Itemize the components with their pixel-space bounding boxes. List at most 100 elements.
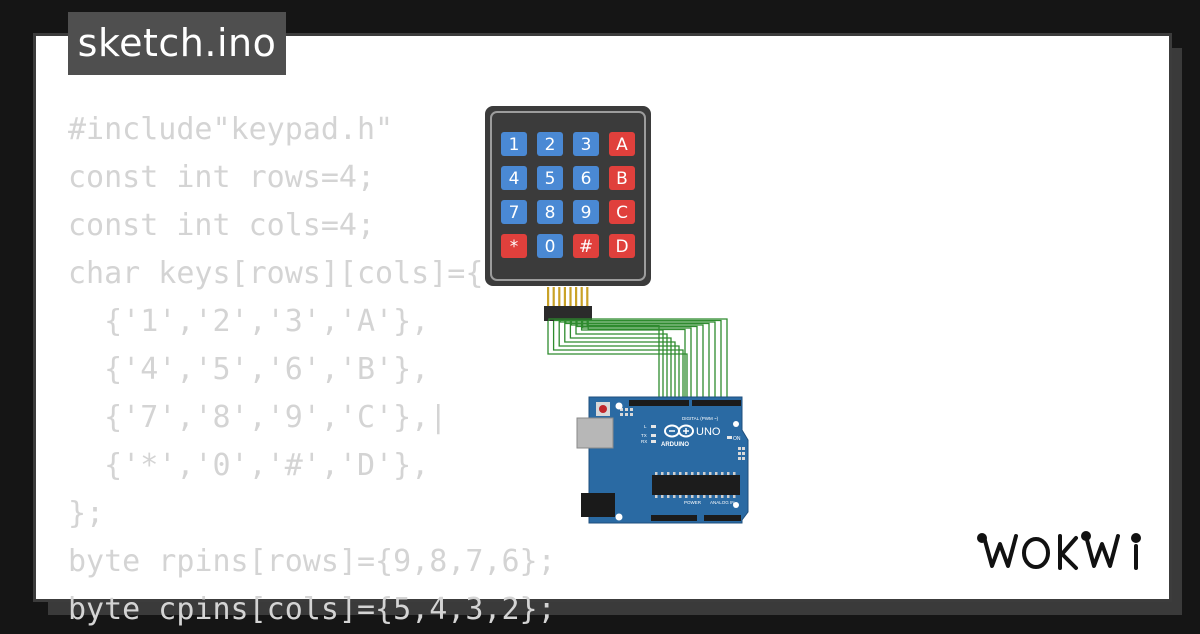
key-cap — [537, 200, 563, 224]
power-label: POWER — [684, 500, 702, 505]
icsp-pad — [620, 413, 623, 416]
mount-hole — [733, 421, 739, 427]
code-line: byte cpins[cols]={5,4,3,2}; — [68, 592, 556, 627]
key-label: 8 — [545, 203, 556, 223]
chip-pin — [673, 495, 676, 498]
wire — [570, 321, 704, 400]
key-label: 1 — [509, 135, 520, 155]
keypad-key-9[interactable]: 9 — [573, 200, 599, 224]
key-cap — [537, 166, 563, 190]
mount-hole — [615, 402, 623, 410]
wire — [575, 321, 668, 400]
chip-pin — [715, 495, 718, 498]
icsp-pad — [738, 457, 741, 460]
chip-pin — [733, 495, 736, 498]
chip-pin — [703, 472, 706, 475]
chip-pin — [727, 472, 730, 475]
wire — [569, 321, 672, 400]
chip-pin — [661, 472, 664, 475]
chip-pin — [667, 495, 670, 498]
mount-hole — [733, 502, 739, 508]
key-label: 9 — [581, 203, 592, 223]
icsp-pad — [620, 408, 623, 411]
code-line: {'*','0','#','D'}, — [68, 448, 430, 483]
key-label: 6 — [581, 169, 592, 189]
chip-pin — [679, 495, 682, 498]
key-cap — [609, 132, 635, 156]
icsp-pad — [625, 408, 628, 411]
mount-hole — [615, 513, 623, 521]
code-line: const int rows=4; — [68, 160, 376, 195]
wire — [564, 321, 676, 400]
on-led — [727, 436, 732, 439]
chip-pin — [721, 472, 724, 475]
key-label: C — [616, 203, 628, 223]
wokwi-logo[interactable] — [976, 526, 1152, 578]
icsp-pad — [742, 452, 745, 455]
key-cap — [501, 234, 527, 258]
header-pin — [547, 287, 550, 306]
keypad-key-5[interactable]: 5 — [537, 166, 563, 190]
on-label: ON — [733, 436, 741, 442]
chip-pin — [727, 495, 730, 498]
wire — [586, 321, 660, 400]
keypad-key-*[interactable]: * — [501, 234, 527, 258]
key-label: 0 — [545, 237, 556, 257]
keypad-key-C[interactable]: C — [609, 200, 635, 224]
rx-label: RX — [641, 439, 647, 444]
chip-pin — [679, 472, 682, 475]
keypad-key-D[interactable]: D — [609, 234, 635, 258]
chip-pin — [709, 472, 712, 475]
l-led-label: L — [644, 424, 647, 429]
keypad-pins — [547, 287, 589, 306]
chip-pin — [703, 495, 706, 498]
key-label: B — [616, 169, 628, 189]
chip-pin — [661, 495, 664, 498]
keypad-key-8[interactable]: 8 — [537, 200, 563, 224]
header-pin — [558, 287, 561, 306]
wire — [558, 321, 680, 400]
keypad-key-7[interactable]: 7 — [501, 200, 527, 224]
icsp-pad — [738, 447, 741, 450]
arduino-uno[interactable]: UNO ARDUINO DIGITAL (PWM ~) ON L TX RX P… — [576, 396, 749, 524]
analog-label: ANALOG IN — [710, 500, 735, 505]
tx-label: TX — [641, 433, 647, 438]
header-pin — [580, 287, 583, 306]
key-label: 7 — [509, 203, 520, 223]
key-cap — [501, 166, 527, 190]
code-editor[interactable]: #include"keypad.h"const int rows=4;const… — [68, 106, 556, 634]
keypad-key-2[interactable]: 2 — [537, 132, 563, 156]
arduino-logo-text: ARDUINO — [661, 442, 689, 448]
chip-pins — [655, 472, 736, 498]
key-cap — [609, 234, 635, 258]
wires — [547, 318, 728, 400]
key-label: # — [579, 237, 593, 257]
keypad-key-4[interactable]: 4 — [501, 166, 527, 190]
code-line: {'7','8','9','C'},| — [68, 400, 448, 435]
digital-label: DIGITAL (PWM ~) — [682, 416, 719, 421]
wire — [552, 321, 684, 400]
key-cap — [537, 234, 563, 258]
key-cap — [573, 234, 599, 258]
rx-led — [651, 440, 656, 443]
file-tab[interactable]: sketch.ino — [68, 12, 286, 75]
keypad-key-A[interactable]: A — [609, 132, 635, 156]
keypad-key-6[interactable]: 6 — [573, 166, 599, 190]
key-label: 3 — [581, 135, 592, 155]
header-pin — [575, 287, 578, 306]
keypad-key-1[interactable]: 1 — [501, 132, 527, 156]
wire — [565, 321, 710, 400]
header-pin — [586, 287, 589, 306]
digital-header-right — [692, 400, 741, 406]
keypad-key-0[interactable]: 0 — [537, 234, 563, 258]
code-line: }; — [68, 496, 105, 531]
keypad-key-3[interactable]: 3 — [573, 132, 599, 156]
code-line: {'1','2','3','A'}, — [68, 304, 430, 339]
key-cap — [501, 132, 527, 156]
keypad-key-B[interactable]: B — [609, 166, 635, 190]
keypad-key-#[interactable]: # — [573, 234, 599, 258]
arduino-logo — [664, 424, 694, 438]
chip-pin — [691, 495, 694, 498]
tx-led — [651, 434, 656, 437]
